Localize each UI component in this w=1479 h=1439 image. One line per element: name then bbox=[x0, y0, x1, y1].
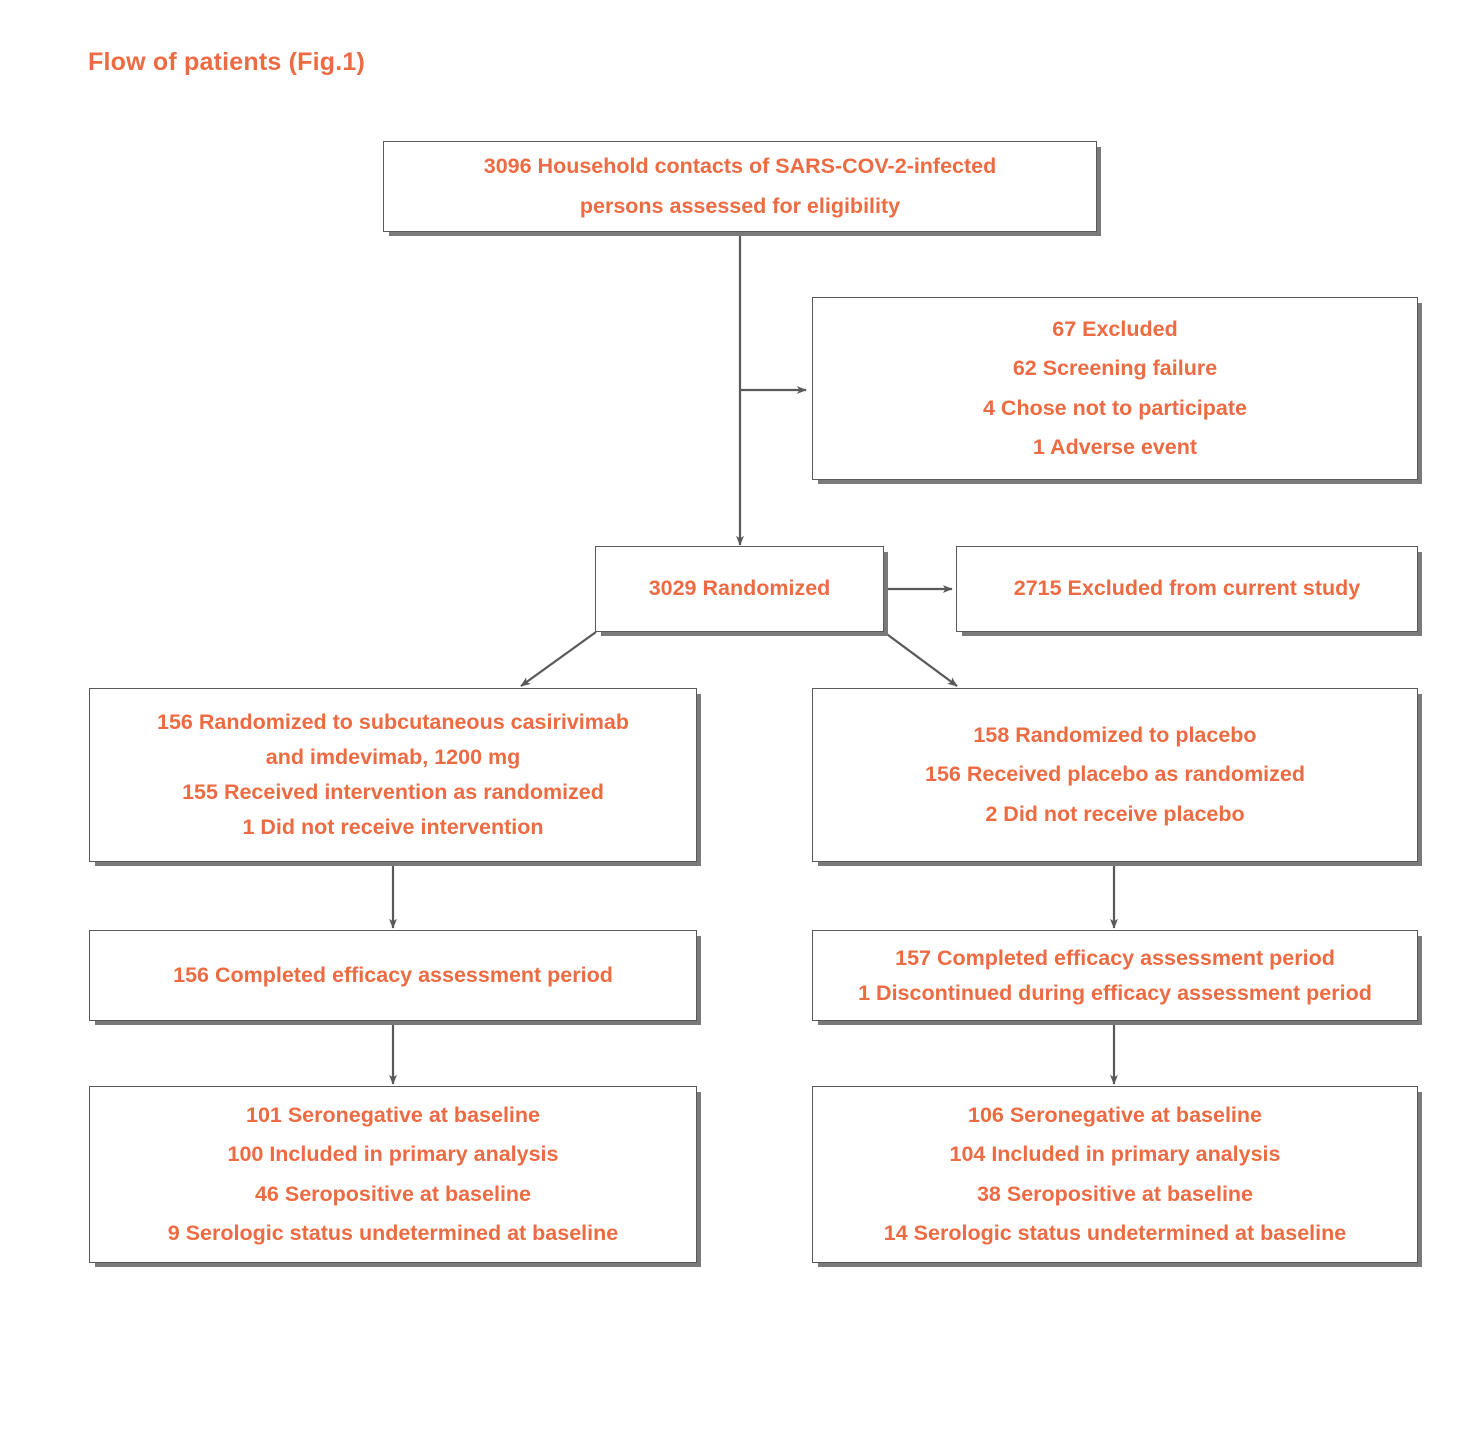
node-randomized: 3029 Randomized bbox=[595, 546, 884, 632]
page-title: Flow of patients (Fig.1) bbox=[88, 48, 366, 76]
node-line: 156 Completed efficacy assessment period bbox=[173, 962, 613, 987]
node-line: 2 Did not receive placebo bbox=[985, 801, 1245, 826]
node-line: 101 Seronegative at baseline bbox=[246, 1103, 540, 1128]
node-line: 3029 Randomized bbox=[648, 576, 831, 601]
node-line: persons assessed for eligibility bbox=[579, 193, 901, 218]
node-line: 2715 Excluded from current study bbox=[1013, 576, 1361, 601]
node-line: 155 Received intervention as randomized bbox=[182, 780, 604, 804]
node-line: 46 Seropositive at baseline bbox=[254, 1181, 532, 1206]
node-line: 62 Screening failure bbox=[1012, 356, 1218, 381]
node-treatment-arm: 156 Randomized to subcutaneous casirivim… bbox=[89, 688, 697, 862]
node-treatment-baseline: 101 Seronegative at baseline 100 Include… bbox=[89, 1086, 697, 1263]
node-line: 100 Included in primary analysis bbox=[227, 1142, 559, 1167]
node-line: 1 Discontinued during efficacy assessmen… bbox=[858, 980, 1372, 1005]
edge-randomized-to-treatment bbox=[520, 631, 597, 687]
node-line: 67 Excluded bbox=[1052, 317, 1178, 342]
node-line: 14 Serologic status undetermined at base… bbox=[883, 1220, 1347, 1245]
node-line: 4 Chose not to participate bbox=[982, 395, 1247, 420]
node-line: 1 Did not receive intervention bbox=[242, 814, 544, 839]
node-line: 3096 Household contacts of SARS-COV-2-in… bbox=[483, 154, 997, 179]
node-placebo-arm: 158 Randomized to placebo 156 Received p… bbox=[812, 688, 1418, 862]
edge-randomized-to-placebo bbox=[883, 631, 958, 687]
node-line: 38 Seropositive at baseline bbox=[976, 1181, 1254, 1206]
node-line: 158 Randomized to placebo bbox=[973, 723, 1257, 748]
node-treatment-efficacy: 156 Completed efficacy assessment period bbox=[89, 930, 697, 1021]
node-line: 157 Completed efficacy assessment period bbox=[895, 945, 1335, 970]
node-line: 1 Adverse event bbox=[1032, 434, 1198, 459]
node-line: 9 Serologic status undetermined at basel… bbox=[167, 1220, 619, 1245]
node-assessed-for-eligibility: 3096 Household contacts of SARS-COV-2-in… bbox=[383, 141, 1097, 232]
node-line: 156 Received placebo as randomized bbox=[925, 762, 1305, 787]
node-excluded-from-current-study: 2715 Excluded from current study bbox=[956, 546, 1418, 632]
node-line: 106 Seronegative at baseline bbox=[968, 1103, 1262, 1128]
node-line: 104 Included in primary analysis bbox=[949, 1142, 1281, 1167]
node-placebo-efficacy: 157 Completed efficacy assessment period… bbox=[812, 930, 1418, 1021]
node-excluded: 67 Excluded 62 Screening failure 4 Chose… bbox=[812, 297, 1418, 480]
node-line: 156 Randomized to subcutaneous casirivim… bbox=[157, 710, 629, 735]
node-line: and imdevimab, 1200 mg bbox=[265, 745, 521, 770]
node-placebo-baseline: 106 Seronegative at baseline 104 Include… bbox=[812, 1086, 1418, 1263]
